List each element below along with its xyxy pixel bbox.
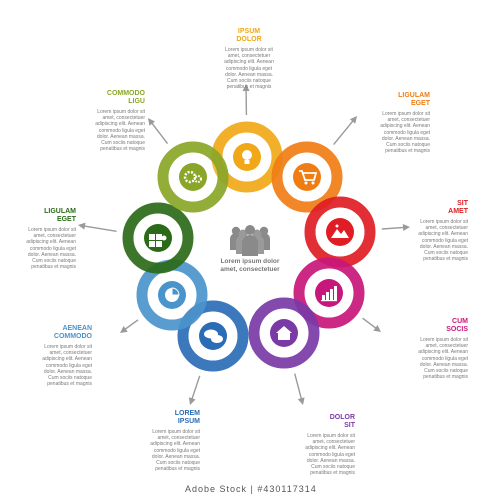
label-body-dolor-sit: Lorem ipsum dolor sit amet, consectetuer…	[305, 433, 355, 477]
ring-cum-socis	[293, 257, 365, 329]
label-body-cum-socis: Lorem ipsum dolor sit amet, consectetuer…	[418, 337, 468, 381]
label-title-dolor-sit: DOLOR SIT	[329, 414, 355, 429]
arrowhead-dolor-sit	[297, 397, 305, 405]
arrows-layer	[78, 84, 410, 405]
ring-ligulam-eget-left	[122, 202, 194, 274]
arrow-aenean-commodo	[122, 319, 139, 332]
ring-ligulam-eget-right	[271, 141, 343, 213]
label-body-lorem-ipsum: Lorem ipsum dolor sit amet, consectetuer…	[150, 429, 200, 473]
arrow-sit-amet	[381, 226, 407, 230]
label-cum-socis: CUM SOCIS Lorem ipsum dolor sit amet, con…	[406, 318, 468, 380]
arrow-cum-socis	[362, 317, 379, 331]
arrow-commodo-ligu	[149, 120, 169, 145]
lightbulb-icon	[233, 143, 261, 171]
arrow-ligulam-eget-left	[81, 224, 117, 232]
watermark-text: Adobe Stock | #430117314	[185, 484, 317, 494]
label-title-ligulam-eget-right: LIGULAM EGET	[398, 92, 430, 107]
ring-dolor-sit	[248, 297, 320, 369]
arrowhead-ligulam-eget-left	[78, 222, 86, 230]
puzzle-icon	[144, 224, 172, 252]
arrowhead-ligulam-eget-right	[349, 116, 357, 124]
chat-bubbles-icon	[199, 322, 227, 350]
arrowhead-ipsum-dolor	[242, 84, 250, 92]
ring-commodo-ligu	[157, 141, 229, 213]
label-title-ligulam-eget-left: LIGULAM EGET	[44, 208, 76, 223]
rings-layer	[122, 121, 376, 372]
label-sit-amet: SIT AMET Lorem ipsum dolor sit amet, cons…	[410, 200, 468, 262]
mountain-image-icon	[326, 218, 354, 246]
arrowhead-aenean-commodo	[120, 326, 128, 333]
label-dolor-sit: DOLOR SIT Lorem ipsum dolor sit amet, con…	[293, 414, 355, 476]
label-ligulam-eget-left: LIGULAM EGET Lorem ipsum dolor sit amet, …	[18, 208, 76, 270]
arrow-dolor-sit	[294, 373, 303, 402]
label-title-commodo-ligu: COMMODO LIGU	[106, 90, 145, 105]
arrowhead-commodo-ligu	[148, 118, 156, 126]
arrowhead-cum-socis	[373, 325, 381, 332]
label-body-ligulam-eget-left: Lorem ipsum dolor sit amet, consectetuer…	[26, 227, 76, 271]
label-title-lorem-ipsum: LOREM IPSUM	[174, 410, 200, 425]
arrowhead-sit-amet	[402, 224, 410, 231]
label-title-ipsum-dolor: IPSUM DOLOR	[236, 28, 262, 43]
icons-layer	[144, 143, 354, 350]
pie-chart-icon	[158, 281, 186, 309]
label-title-cum-socis: CUM SOCIS	[446, 318, 468, 333]
gears-icon	[179, 163, 207, 191]
label-ipsum-dolor: IPSUM DOLOR Lorem ipsum dolor sit amet, c…	[224, 28, 274, 90]
label-body-ligulam-eget-right: Lorem ipsum dolor sit amet, consectetuer…	[380, 111, 430, 155]
ring-lorem-ipsum	[177, 300, 249, 372]
label-aenean-commodo: AENEAN COMMODO Lorem ipsum dolor sit amet…	[34, 325, 92, 387]
arrow-lorem-ipsum	[190, 375, 201, 402]
shopping-cart-icon	[293, 163, 321, 191]
people-group-icon	[230, 225, 270, 256]
house-icon	[270, 319, 298, 347]
watermark-bar: Adobe Stock | #430117314	[0, 478, 500, 500]
label-commodo-ligu: COMMODO LIGU Lorem ipsum dolor sit amet, …	[87, 90, 145, 152]
label-title-sit-amet: SIT AMET	[448, 200, 468, 215]
arrowhead-lorem-ipsum	[188, 397, 196, 405]
arrow-ligulam-eget-right	[333, 118, 356, 145]
label-body-commodo-ligu: Lorem ipsum dolor sit amet, consectetuer…	[95, 109, 145, 153]
label-ligulam-eget-right: LIGULAM EGET Lorem ipsum dolor sit amet, …	[374, 92, 430, 154]
label-body-sit-amet: Lorem ipsum dolor sit amet, consectetuer…	[418, 219, 468, 263]
label-lorem-ipsum: LOREM IPSUM Lorem ipsum dolor sit amet, c…	[144, 410, 200, 472]
label-body-aenean-commodo: Lorem ipsum dolor sit amet, consectetuer…	[42, 344, 92, 388]
bar-chart-icon	[315, 279, 343, 307]
label-body-ipsum-dolor: Lorem ipsum dolor sit amet, consectetuer…	[224, 47, 274, 91]
center-text: Lorem ipsum dolor amet, consectetuer	[220, 258, 280, 273]
label-title-aenean-commodo: AENEAN COMMODO	[53, 325, 92, 340]
